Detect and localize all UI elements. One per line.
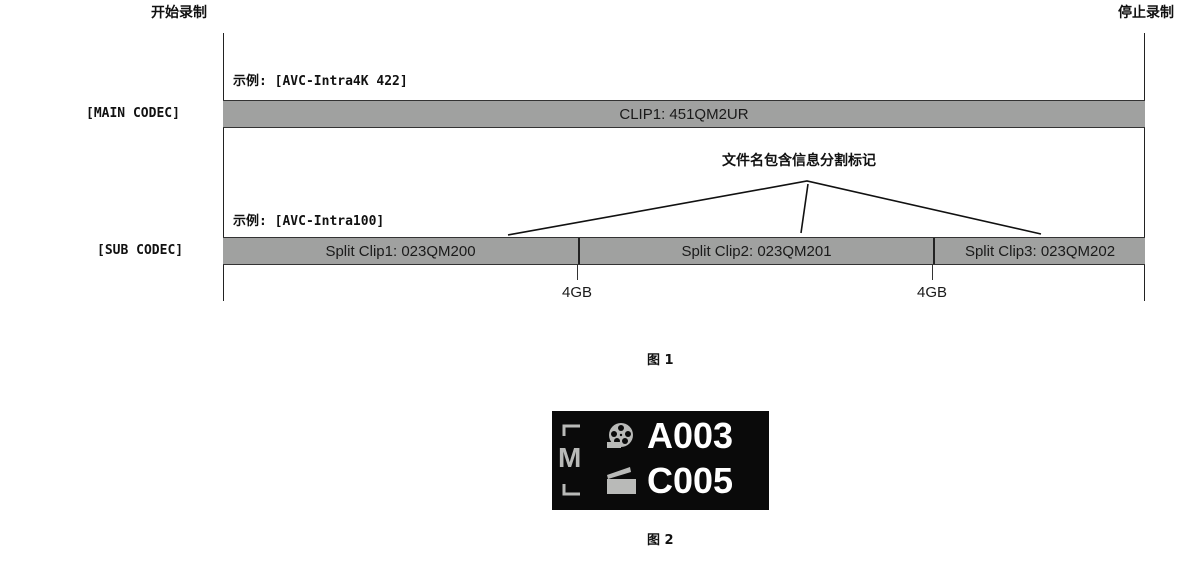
main-clip-label: CLIP1: 451QM2UR — [619, 105, 749, 123]
split-tick-2 — [932, 264, 933, 280]
start-recording-line — [223, 33, 224, 301]
sub-codec-example: 示例: [AVC-Intra100] — [233, 214, 385, 229]
split-clip-1: Split Clip1: 023QM200 — [223, 238, 578, 264]
stop-recording-line — [1144, 33, 1145, 301]
sub-codec-row-label: [SUB CODEC] — [97, 243, 184, 258]
clip-number: C005 — [647, 460, 734, 501]
main-codec-example: 示例: [AVC-Intra4K 422] — [233, 74, 408, 89]
main-clip-segment: CLIP1: 451QM2UR — [223, 101, 1145, 127]
split-clip-3: Split Clip3: 023QM202 — [933, 238, 1145, 264]
reel-number: A003 — [647, 415, 734, 456]
bracket-icon — [562, 424, 580, 496]
split-clip-2-label: Split Clip2: 023QM201 — [681, 242, 832, 260]
split-tick-1 — [577, 264, 578, 280]
figure-1-caption: 图 1 — [647, 353, 674, 368]
split-marker-annotation: 文件名包含信息分割标记 — [722, 153, 876, 169]
split-size-label-2: 4GB — [917, 284, 948, 301]
split-size-label-1: 4GB — [562, 284, 593, 301]
figure-2-caption: 图 2 — [647, 533, 674, 548]
stop-recording-label: 停止录制 — [1118, 5, 1174, 21]
split-clip-2: Split Clip2: 023QM201 — [578, 238, 933, 264]
clapperboard-icon — [607, 467, 636, 494]
main-codec-row-label: [MAIN CODEC] — [86, 106, 180, 121]
split-clip-3-label: Split Clip3: 023QM202 — [964, 242, 1116, 260]
start-recording-label: 开始录制 — [151, 5, 207, 21]
mode-indicator: M — [558, 442, 582, 473]
main-codec-bar: CLIP1: 451QM2UR — [223, 100, 1145, 128]
sub-codec-bar: Split Clip1: 023QM200 Split Clip2: 023QM… — [223, 237, 1145, 265]
clip-info-display: M A003 C005 — [552, 411, 769, 510]
film-reel-icon — [607, 423, 633, 448]
split-clip-1-label: Split Clip1: 023QM200 — [325, 242, 476, 260]
